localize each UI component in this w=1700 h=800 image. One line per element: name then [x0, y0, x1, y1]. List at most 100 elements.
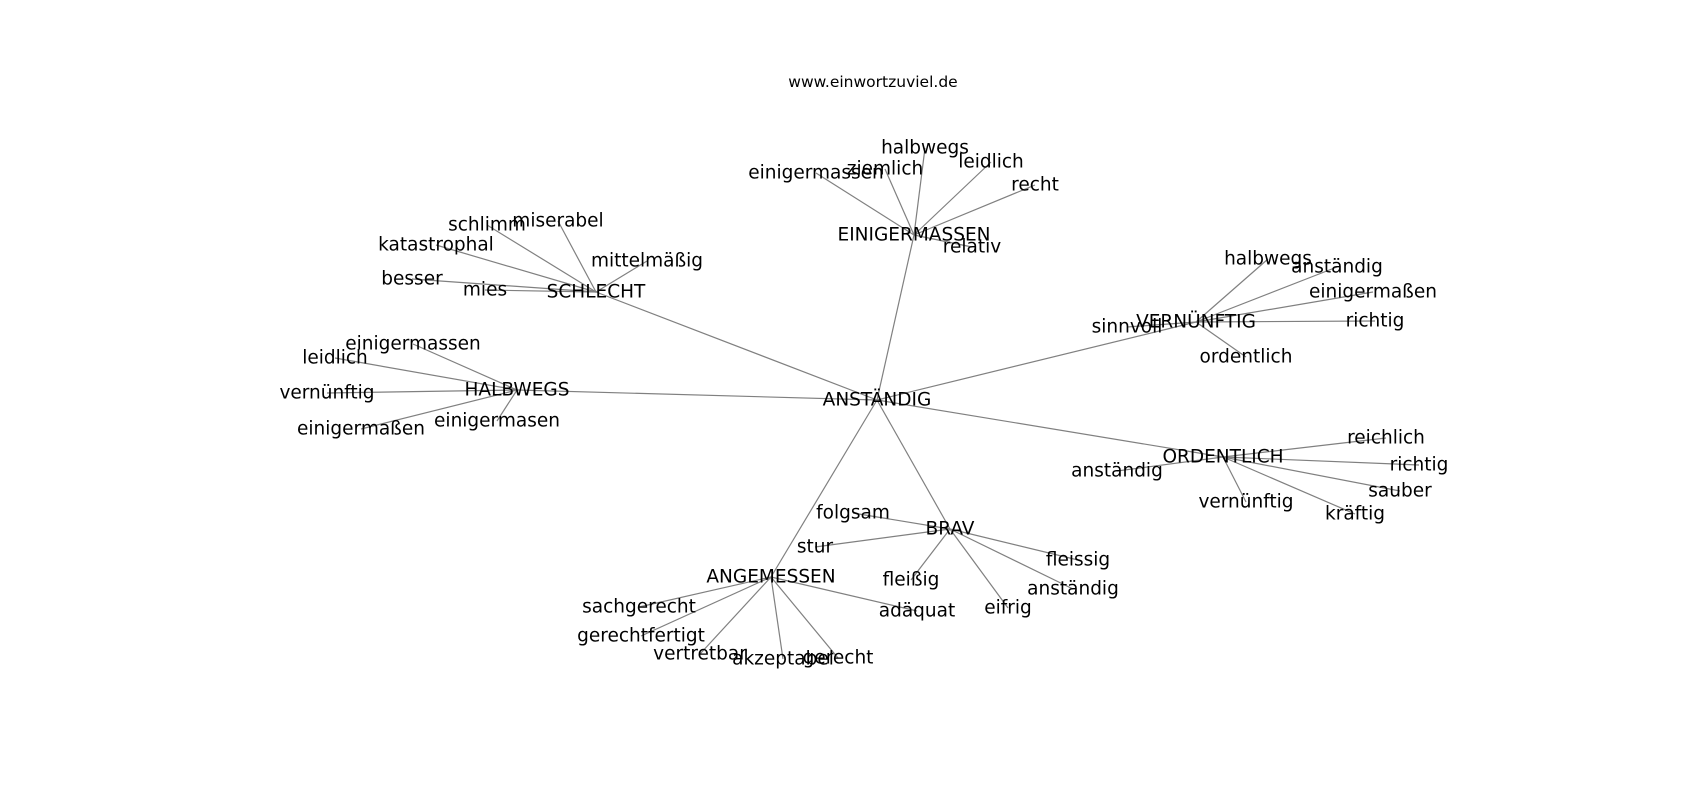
edge-root-to-cluster	[876, 321, 1197, 401]
leaf-node-label: richtig	[1346, 311, 1405, 332]
leaf-node-label: katastrophal	[378, 235, 494, 256]
cluster-node-label: ANGEMESSEN	[706, 567, 835, 588]
edge-cluster-to-leaf	[913, 161, 992, 236]
leaf-node-label: sauber	[1368, 481, 1432, 502]
edge-cluster-to-leaf	[557, 220, 597, 293]
leaf-node-label: akzeptabel	[732, 649, 834, 670]
edge-cluster-to-leaf	[949, 528, 1079, 561]
edge-root-to-cluster	[516, 389, 878, 401]
cluster-node-label: HALBWEGS	[465, 380, 570, 401]
labels-layer: www.einwortzuviel.de einigermassenziemli…	[279, 73, 1448, 670]
edge-cluster-to-leaf	[435, 244, 597, 293]
leaf-node-label: einigermasen	[434, 411, 560, 432]
leaf-node-label: einigermaßen	[297, 419, 425, 440]
edge-cluster-to-leaf	[913, 147, 926, 236]
edge-cluster-to-leaf	[852, 512, 951, 530]
leaf-node-label: schlimm	[448, 215, 526, 236]
leaf-node-label: vertretbar	[653, 644, 747, 665]
leaf-node-label: kräftig	[1325, 504, 1385, 525]
edge-cluster-to-leaf	[1195, 291, 1374, 323]
edge-cluster-to-leaf	[815, 172, 915, 236]
edge-root-to-cluster	[876, 399, 1224, 458]
edge-cluster-to-leaf	[1126, 321, 1197, 328]
edge-root-to-cluster	[876, 399, 951, 530]
edge-cluster-to-leaf	[360, 389, 518, 430]
edge-cluster-to-leaf	[411, 278, 597, 293]
leaf-node-label: einigermaßen	[1309, 282, 1437, 303]
edge-cluster-to-leaf	[913, 234, 973, 248]
leaf-node-label: sinnvoll	[1092, 317, 1163, 338]
edge-root-to-cluster	[876, 234, 915, 401]
edge-cluster-to-leaf	[334, 357, 518, 391]
leaf-node-label: relativ	[943, 237, 1001, 258]
edge-cluster-to-leaf	[770, 576, 918, 612]
edge-cluster-to-leaf	[1195, 258, 1269, 323]
edge-cluster-to-leaf	[1222, 456, 1247, 503]
edge-cluster-to-leaf	[640, 576, 772, 637]
edge-cluster-to-leaf	[770, 576, 784, 660]
leaf-node-label: sachgerecht	[582, 597, 696, 618]
edge-cluster-to-leaf	[949, 528, 1074, 590]
cluster-node-label: BRAV	[926, 519, 975, 540]
leaf-node-label: anständig	[1071, 461, 1163, 482]
leaf-node-label: folgsam	[816, 503, 890, 524]
edge-root-to-cluster	[595, 291, 878, 401]
edge-cluster-to-leaf	[1222, 456, 1356, 515]
edge-cluster-to-leaf	[1222, 437, 1387, 458]
edge-cluster-to-leaf	[814, 528, 951, 548]
edge-cluster-to-leaf	[1222, 456, 1420, 466]
leaf-node-label: halbwegs	[1224, 249, 1312, 270]
edge-cluster-to-leaf	[412, 343, 518, 391]
leaf-node-label: anständig	[1027, 579, 1119, 600]
edge-cluster-to-leaf	[770, 576, 839, 659]
edge-cluster-to-leaf	[884, 168, 915, 236]
leaf-node-label: recht	[1011, 175, 1059, 196]
leaf-node-label: einigermassen	[748, 163, 884, 184]
edge-cluster-to-leaf	[1195, 321, 1247, 358]
leaf-node-label: mies	[463, 280, 507, 301]
leaf-node-label: besser	[381, 269, 443, 290]
leaf-node-label: eifrig	[984, 598, 1032, 619]
edge-cluster-to-leaf	[1195, 320, 1376, 323]
cluster-node-label: EINIGERMASSEN	[838, 225, 991, 246]
cluster-node-label: ORDENTLICH	[1162, 447, 1283, 468]
edge-cluster-to-leaf	[699, 576, 772, 655]
leaf-node-label: halbwegs	[881, 138, 969, 159]
leaf-node-label: mittelmäßig	[591, 251, 703, 272]
edge-cluster-to-leaf	[949, 528, 1009, 609]
root-node-label: ANSTÄNDIG	[823, 390, 932, 411]
edge-cluster-to-leaf	[638, 576, 772, 608]
leaf-node-label: gerecht	[803, 648, 874, 669]
leaf-node-label: gerechtfertigt	[577, 626, 705, 647]
leaf-node-label: ziemlich	[847, 159, 923, 180]
edge-cluster-to-leaf	[595, 260, 648, 293]
cluster-node-label: VERNÜNFTIG	[1136, 311, 1256, 333]
leaf-node-label: fleißig	[883, 570, 940, 591]
leaf-node-label: vernünftig	[279, 383, 374, 404]
edge-cluster-to-leaf	[486, 224, 597, 293]
leaf-node-label: richtig	[1390, 455, 1449, 476]
leaf-node-label: leidlich	[302, 348, 368, 369]
leaf-node-label: vernünftig	[1198, 492, 1293, 513]
edge-cluster-to-leaf	[1195, 266, 1338, 323]
leaf-node-label: leidlich	[958, 152, 1024, 173]
leaf-node-label: fleissig	[1046, 550, 1110, 571]
leaf-node-label: einigermassen	[345, 334, 481, 355]
edge-root-to-cluster	[770, 399, 878, 578]
edge-cluster-to-leaf	[496, 389, 518, 422]
edge-cluster-to-leaf	[1222, 456, 1401, 492]
cluster-node-label: SCHLECHT	[547, 282, 646, 303]
edge-cluster-to-leaf	[484, 289, 597, 293]
leaf-node-label: adäquat	[879, 601, 955, 622]
site-label: www.einwortzuviel.de	[788, 73, 957, 91]
leaf-node-label: anständig	[1291, 257, 1383, 278]
leaf-node-label: ordentlich	[1200, 347, 1293, 368]
edge-cluster-to-leaf	[326, 389, 518, 394]
edge-cluster-to-leaf	[910, 528, 951, 581]
leaf-node-label: stur	[797, 537, 834, 558]
leaf-node-label: miserabel	[512, 211, 603, 232]
edges-layer	[326, 147, 1420, 660]
leaf-node-label: reichlich	[1347, 428, 1425, 449]
edge-cluster-to-leaf	[1116, 456, 1224, 472]
